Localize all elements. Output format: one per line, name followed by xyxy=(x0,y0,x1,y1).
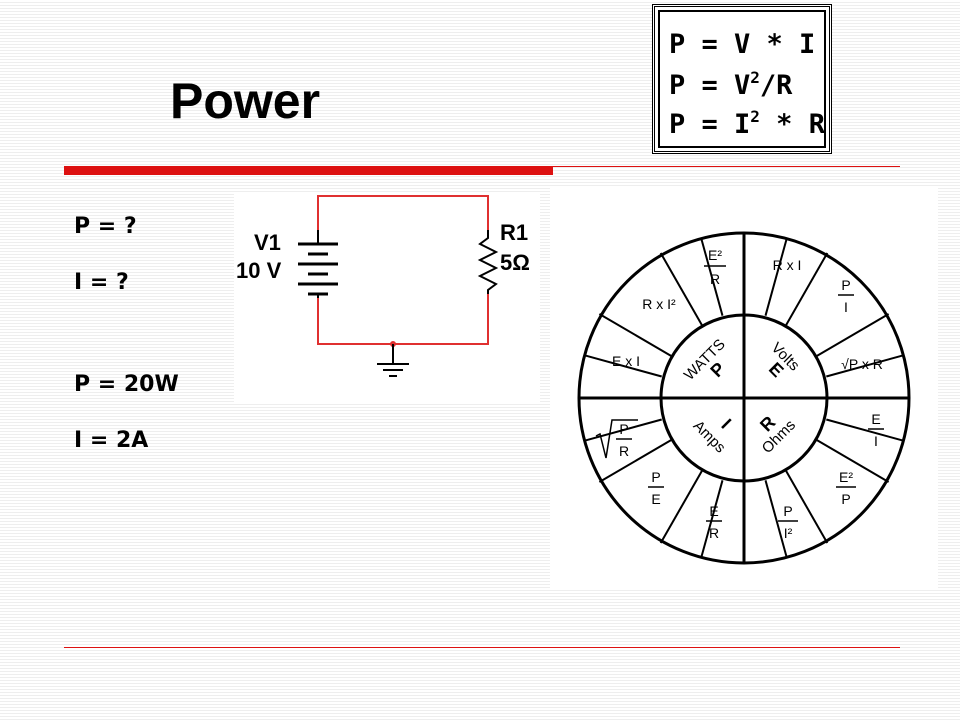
source-name-label: V1 xyxy=(254,230,281,255)
ohms-law-wheel: WATTS P Volts E Amps I Ohms R E² R R x I… xyxy=(550,188,938,588)
resistor-name-label: R1 xyxy=(500,220,528,245)
svg-text:R: R xyxy=(709,525,719,541)
segment-p-over-e: P E xyxy=(648,469,664,507)
svg-text:R: R xyxy=(619,443,629,459)
slide-title: Power xyxy=(170,73,321,129)
segment-r-x-i: R x I xyxy=(773,257,802,273)
svg-text:R: R xyxy=(710,271,720,287)
segment-p-over-i2: P I² xyxy=(778,503,798,541)
svg-text:E²: E² xyxy=(708,247,722,263)
segment-e-x-i: E x I xyxy=(612,353,640,369)
segment-r-x-i2: R x I² xyxy=(642,296,676,312)
equation-i-answer: I = 2A xyxy=(74,428,149,453)
bottom-wire xyxy=(317,294,489,345)
segment-e-over-i: E I xyxy=(868,411,884,449)
title-divider xyxy=(64,166,553,175)
segment-sqrt-p-x-r: √P x R xyxy=(841,356,883,372)
svg-text:E²: E² xyxy=(839,469,853,485)
footer-divider xyxy=(64,647,900,648)
formula-pvi: P = V * I xyxy=(669,29,816,60)
svg-text:P: P xyxy=(651,469,660,485)
svg-text:I²: I² xyxy=(784,525,793,541)
svg-text:P: P xyxy=(783,503,792,519)
svg-text:I: I xyxy=(844,299,848,315)
equation-p-unknown: P = ? xyxy=(74,214,137,239)
segment-e2-over-p: E² P xyxy=(836,469,856,507)
power-formulas-box: P = V * I P = V2/R P = I2 * R xyxy=(652,4,832,154)
formula-pv2r: P = V2/R xyxy=(669,68,793,101)
formula-pi2r: P = I2 * R xyxy=(669,107,825,140)
battery-symbol xyxy=(298,230,338,298)
svg-text:I: I xyxy=(874,433,878,449)
center-i-label: I xyxy=(717,415,735,433)
svg-text:P: P xyxy=(841,277,850,293)
circuit-diagram: V1 10 V R1 5Ω xyxy=(234,194,540,404)
source-value-label: 10 V xyxy=(236,258,282,283)
title-divider-thin xyxy=(553,166,900,167)
svg-text:E: E xyxy=(651,491,660,507)
resistor-value-label: 5Ω xyxy=(500,250,530,275)
top-wire xyxy=(317,195,489,244)
segment-e-over-r: E R xyxy=(706,503,722,541)
svg-text:P: P xyxy=(619,421,628,437)
segment-sqrt-p-over-r: P R xyxy=(595,419,638,459)
equation-i-unknown: I = ? xyxy=(74,270,129,295)
equation-p-answer: P = 20W xyxy=(74,372,179,397)
segment-p-over-i: P I xyxy=(838,277,854,315)
svg-text:P: P xyxy=(841,491,850,507)
segment-e2-over-r: E² R xyxy=(704,247,726,287)
resistor-symbol xyxy=(477,230,499,294)
ground-symbol xyxy=(377,341,409,377)
svg-text:E: E xyxy=(871,411,880,427)
svg-text:E: E xyxy=(709,503,718,519)
